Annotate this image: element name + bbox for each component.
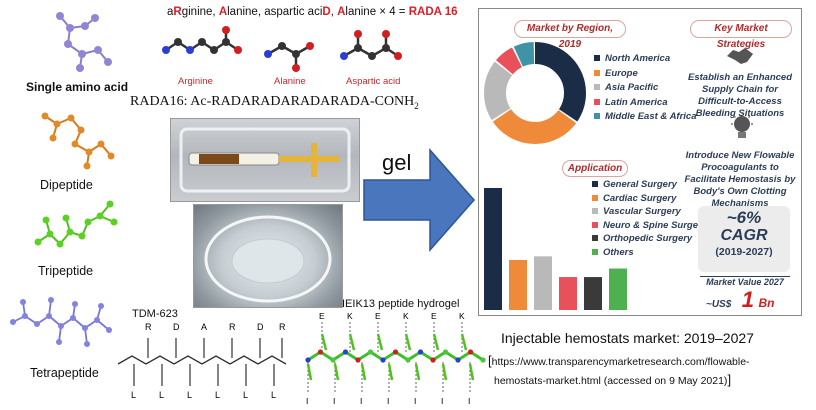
single-amino-acid-label: Single amino acid [26, 80, 129, 94]
tdm-top-letter: R [279, 322, 286, 332]
legend-general-surgery: General Surgery [592, 178, 707, 192]
syringe-package-photo [170, 118, 360, 202]
gel-dish-photo [193, 204, 343, 308]
tdm-top-letter: R [229, 322, 236, 332]
ieik13-bottom-letter: I [468, 396, 470, 406]
tetrapeptide-label: Tetrapeptide [30, 366, 99, 380]
cagr-value: ~6% [726, 208, 762, 227]
donut-slice-0 [484, 42, 586, 144]
donut-slice-1 [484, 42, 586, 144]
legend-orthopedic-surgery: Orthopedic Surgery [592, 232, 707, 246]
legend-cardiac-surgery: Cardiac Surgery [592, 192, 707, 206]
tdm-top-letter: A [201, 322, 207, 332]
tdm-bottom-letter: L [187, 390, 192, 400]
tdm-top-letter: D [173, 322, 180, 332]
tripeptide-molecule [34, 200, 118, 248]
bar-2 [534, 256, 552, 310]
market-caption: Injectable hemostats market: 2019–2027 [501, 330, 754, 346]
ieik13-bottom-letter: I [333, 396, 335, 406]
bar-1 [509, 259, 527, 310]
ieik13-top-letter: E [431, 311, 437, 321]
legend-middle-east-africa: Middle East & Africa [594, 110, 697, 125]
strategy-title: Key Market Strategies [690, 20, 792, 50]
gel-label: gel [382, 150, 412, 175]
tdm-top-letter: R [145, 322, 152, 332]
aspartic-acid-label: Aspartic acid [346, 76, 401, 87]
ieik13-top-letter: K [403, 311, 409, 321]
ieik13-structure: E K E K E K I I I I I I I [305, 311, 486, 406]
rada16-sequence: RADA16: Ac-RADARADARADARADA-CONH2 [130, 94, 419, 111]
ieik13-top-letter: K [347, 311, 353, 321]
alanine-label: Alanine [274, 76, 306, 87]
tdm-bottom-letter: L [159, 390, 164, 400]
bar-5 [609, 268, 627, 310]
tdm-bottom-letter: L [215, 390, 220, 400]
ieik13-title: IEIK13 peptide hydrogel [342, 298, 460, 310]
region-title: Market by Region, 2019 [514, 20, 626, 50]
ieik13-bottom-letter: I [441, 396, 443, 406]
tdm-bottom-letter: L [131, 390, 136, 400]
single-amino-acid-molecule [56, 12, 112, 72]
dipeptide-molecule [41, 112, 115, 170]
ieik13-top-letter: K [459, 311, 465, 321]
bar-3 [559, 277, 577, 310]
market-value-label: Market Value 2027 [700, 276, 790, 287]
cagr-years: (2019-2027) [715, 246, 773, 258]
tdm-top-letter: D [257, 322, 264, 332]
region-donut-chart [484, 42, 586, 144]
bar-4 [584, 277, 602, 310]
ieik13-top-letter: E [319, 311, 325, 321]
legend-neuro-spine-surgery: Neuro & Spine Surgery [592, 219, 707, 233]
ieik13-bottom-letter: I [306, 396, 308, 406]
ieik13-bottom-letter: I [414, 396, 416, 406]
tetrapeptide-molecule [10, 297, 112, 347]
petri-dish-icon [204, 215, 332, 303]
tdm-bottom-letter: L [271, 390, 276, 400]
dipeptide-label: Dipeptide [40, 178, 93, 192]
tdm-bottom-letter: L [243, 390, 248, 400]
cagr-box: ~6% CAGR (2019-2027) [698, 206, 790, 272]
market-value: ~US$ 1 Bn [706, 287, 775, 312]
legend-asia-pacific: Asia Pacific [594, 81, 697, 96]
donut-slice-2 [484, 42, 586, 144]
legend-north-america: North America [594, 52, 697, 67]
right-arrow-icon [363, 148, 475, 252]
alanine-molecule [264, 42, 314, 72]
application-title: Application [562, 160, 628, 177]
legend-europe: Europe [594, 67, 697, 82]
handshake-icon [727, 48, 753, 64]
tdm-623-structure: R D A R D R L L L L L L [117, 322, 287, 400]
legend-vascular-surgery: Vascular Surgery [592, 205, 707, 219]
strategy-1: Establish an Enhanced Supply Chain for D… [688, 72, 792, 119]
tripeptide-label: Tripeptide [38, 264, 94, 278]
arginine-molecule [162, 26, 242, 54]
ieik13-top-letter: E [375, 311, 381, 321]
lightbulb-icon [731, 112, 753, 138]
arginine-label: Arginine [178, 76, 213, 87]
region-legend: North America Europe Asia Pacific Latin … [594, 52, 697, 125]
ieik13-bottom-letter: I [360, 396, 362, 406]
rada-title: aRginine, Alanine, aspartic aciD, Alanin… [167, 6, 458, 18]
application-bar-chart [484, 188, 627, 310]
application-legend: General Surgery Cardiac Surgery Vascular… [592, 178, 707, 259]
aspartic-acid-molecule [340, 30, 402, 60]
cagr-label: CAGR [720, 227, 768, 244]
ieik13-bottom-letter: I [387, 396, 389, 406]
syringe-icon [179, 127, 351, 193]
legend-latin-america: Latin America [594, 96, 697, 111]
tdm-623-title: TDM-623 [132, 308, 178, 320]
strategy-2: Introduce New Flowable Procoagulants to … [684, 150, 796, 209]
bar-0 [484, 188, 502, 310]
legend-others: Others [592, 246, 707, 260]
reference: [https://www.transparencymarketresearch.… [488, 353, 750, 387]
